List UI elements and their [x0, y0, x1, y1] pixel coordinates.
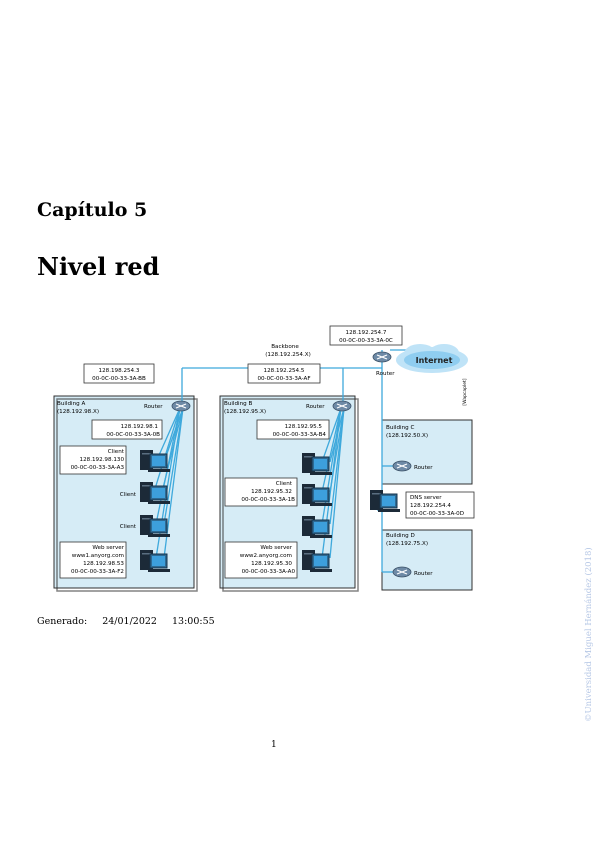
- main-router-label: Router: [376, 371, 395, 377]
- c-net: (128.192.50.X): [386, 433, 428, 439]
- d-net: (128.192.75.X): [386, 541, 428, 547]
- b-lan-ip: 128.192.95.5: [285, 424, 323, 430]
- b-uplink-mac: 00-0C-00-33-3A-AF: [257, 376, 310, 382]
- b-router-label: Router: [306, 404, 325, 410]
- a-router-label: Router: [144, 404, 163, 410]
- page-number: 1: [271, 740, 277, 750]
- main-router-mac: 00-0C-00-33-3A-0C: [339, 338, 393, 344]
- b-web-host: www2.anyorg.com: [240, 553, 292, 559]
- a-name: Building A: [57, 401, 85, 407]
- b-name: Building B: [224, 401, 252, 407]
- a-web-label: Web server: [92, 545, 124, 551]
- a-client3-label: Client: [120, 524, 137, 530]
- b-lan-mac: 00-0C-00-33-3A-B4: [273, 432, 327, 438]
- a-web-host: www1.anyorg.com: [72, 553, 124, 559]
- d-name: Building D: [386, 533, 415, 539]
- building-c-box: [381, 419, 473, 485]
- generated-line: Generado: 24/01/2022 13:00:55: [37, 616, 225, 627]
- dns-label: DNS server: [410, 495, 442, 501]
- backbone-label: Backbone: [271, 344, 299, 350]
- copyright-notice: ©Universidad Miguel Hernández (2018): [584, 547, 594, 722]
- a-client1-mac: 00-0C-00-33-3A-A3: [71, 465, 125, 471]
- main-router-icon: [372, 351, 392, 363]
- building-d-box: [381, 529, 473, 591]
- a-uplink-ip: 128.198.254.3: [99, 368, 140, 374]
- backbone-cables: [153, 349, 407, 573]
- generated-date: 24/01/2022: [102, 616, 157, 627]
- network-diagram: Internet 128.192.254.7 00-0C-00-33-3A-0C…: [53, 325, 475, 592]
- a-client2-label: Client: [120, 492, 137, 498]
- a-client1-ip: 128.192.98.130: [80, 457, 125, 463]
- c-router-label: Router: [414, 465, 433, 471]
- c-router-icon: [392, 460, 412, 472]
- a-uplink-mac: 00-0C-00-33-3A-BB: [92, 376, 146, 382]
- dns-server-icon: [369, 489, 401, 513]
- a-client1-label: Client: [108, 449, 125, 455]
- backbone-net: (128.192.254.X): [265, 352, 311, 358]
- a-web-ip: 128.192.98.53: [83, 561, 124, 567]
- b-router-icon: [332, 400, 352, 412]
- a-web-mac: 00-0C-00-33-3A-F2: [71, 569, 124, 575]
- generated-label: Generado:: [37, 616, 88, 627]
- b-net: (128.192.95.X): [224, 409, 266, 415]
- chapter-title: Nivel red: [37, 252, 160, 281]
- b-web-ip: 128.192.95.30: [251, 561, 292, 567]
- a-net: (128.192.98.X): [57, 409, 99, 415]
- b-client-mac: 00-0C-00-33-3A-1B: [241, 497, 295, 503]
- d-router-icon: [392, 566, 412, 578]
- b-client-label: Client: [276, 481, 293, 487]
- internet-label: Internet: [416, 356, 453, 365]
- a-lan-ip: 128.192.98.1: [121, 424, 159, 430]
- d-router-label: Router: [414, 571, 433, 577]
- internet-cloud: Internet: [396, 344, 468, 373]
- dns-ip: 128.192.254.4: [410, 503, 451, 509]
- chapter-label: Capítulo 5: [37, 199, 148, 221]
- generated-time: 13:00:55: [172, 616, 215, 627]
- attribution: [Wapcaplet]: [462, 378, 468, 405]
- a-lan-mac: 00-0C-00-33-3A-0B: [106, 432, 160, 438]
- c-name: Building C: [386, 425, 414, 431]
- b-uplink-ip: 128.192.254.5: [264, 368, 305, 374]
- dns-mac: 00-0C-00-33-3A-0D: [410, 511, 464, 517]
- b-client-ip: 128.192.95.32: [251, 489, 292, 495]
- main-router-ip: 128.192.254.7: [346, 330, 387, 336]
- a-router-icon: [171, 400, 191, 412]
- b-web-mac: 00-0C-00-33-3A-A0: [242, 569, 296, 575]
- b-web-label: Web server: [260, 545, 292, 551]
